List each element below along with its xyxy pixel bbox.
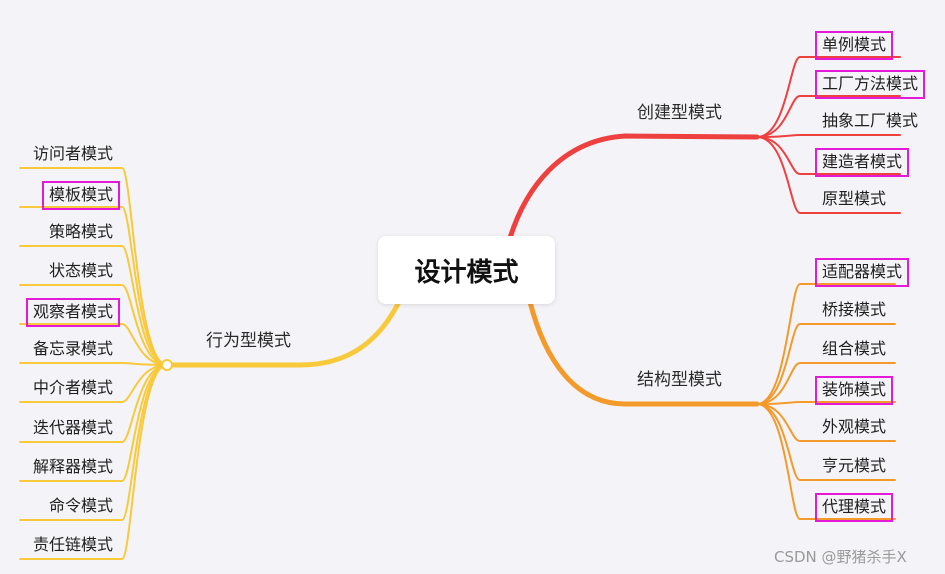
node-behavioral-5[interactable]: 备忘录模式: [32, 339, 113, 358]
watermark: CSDN @野猪杀手X: [774, 548, 907, 566]
connector-behavioral-5: [19, 362, 168, 366]
connector-behavioral-3: [19, 284, 168, 366]
node-structural-3[interactable]: 装饰模式: [815, 376, 894, 405]
branch-behavioral-label[interactable]: 行为型模式: [206, 331, 291, 351]
node-behavioral-3[interactable]: 状态模式: [48, 261, 113, 280]
connector-central-behavioral: [164, 297, 403, 368]
node-structural-4[interactable]: 外观模式: [822, 417, 887, 436]
node-structural-5[interactable]: 亨元模式: [822, 456, 887, 475]
node-creational-3[interactable]: 建造者模式: [815, 148, 910, 177]
node-behavioral-1[interactable]: 模板模式: [41, 181, 120, 210]
node-behavioral-8[interactable]: 解释器模式: [32, 457, 113, 476]
connector-behavioral-2: [19, 245, 168, 366]
node-creational-0[interactable]: 单例模式: [815, 31, 894, 60]
node-structural-2[interactable]: 组合模式: [822, 339, 887, 358]
connector-behavioral-4: [19, 323, 168, 366]
node-behavioral-7[interactable]: 迭代器模式: [32, 418, 113, 437]
node-structural-0[interactable]: 适配器模式: [815, 258, 910, 287]
central-topic[interactable]: 设计模式: [378, 236, 555, 304]
node-behavioral-9[interactable]: 命令模式: [48, 496, 113, 515]
node-behavioral-0[interactable]: 访问者模式: [32, 144, 113, 163]
connector-behavioral-10: [19, 364, 168, 560]
branch-creational-label[interactable]: 创建型模式: [637, 103, 722, 123]
connector-creational-4: [756, 136, 901, 214]
connector-central-structural: [527, 299, 760, 407]
connector-behavioral-1: [19, 206, 168, 366]
node-behavioral-6[interactable]: 中介者模式: [32, 378, 113, 397]
connector-structural-6: [756, 403, 896, 520]
node-behavioral-10[interactable]: 责任链模式: [32, 535, 113, 554]
collapse-toggle-icon[interactable]: [161, 359, 173, 371]
node-creational-4[interactable]: 原型模式: [822, 189, 887, 208]
node-structural-6[interactable]: 代理模式: [815, 493, 894, 522]
connector-behavioral-6: [19, 364, 168, 403]
connector-structural-1: [756, 323, 896, 405]
connector-structural-0: [756, 283, 896, 405]
connector-structural-4: [756, 403, 896, 442]
connector-creational-3: [756, 136, 901, 175]
branch-structural-label[interactable]: 结构型模式: [637, 370, 722, 390]
connector-creational-2: [756, 134, 901, 138]
connector-creational-0: [756, 56, 901, 138]
connector-creational-1: [756, 95, 901, 138]
connector-structural-3: [756, 401, 896, 405]
node-creational-2[interactable]: 抽象工厂模式: [822, 111, 919, 130]
node-behavioral-4[interactable]: 观察者模式: [25, 298, 120, 327]
connector-central-creational: [507, 133, 760, 241]
node-behavioral-2[interactable]: 策略模式: [48, 222, 113, 241]
connector-structural-2: [756, 362, 896, 405]
connector-behavioral-0: [19, 167, 168, 366]
node-creational-1[interactable]: 工厂方法模式: [815, 70, 926, 99]
node-structural-1[interactable]: 桥接模式: [822, 300, 887, 319]
